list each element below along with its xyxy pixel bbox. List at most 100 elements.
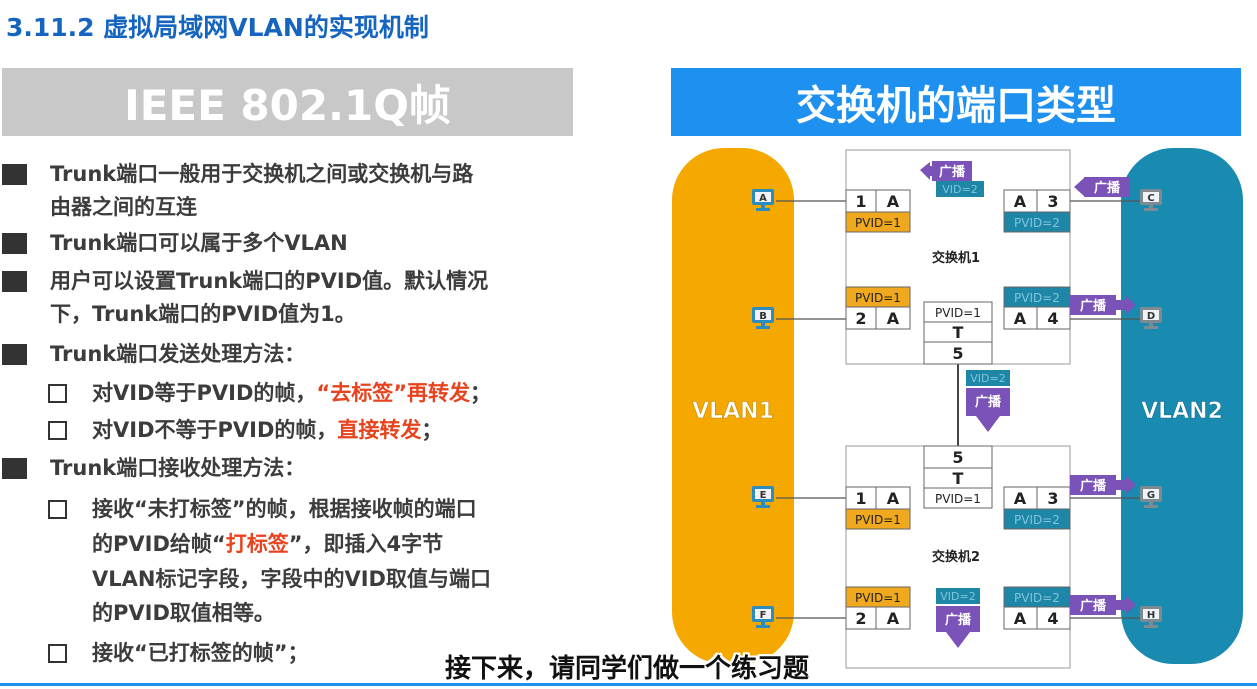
- sub-bullet-receive-tagged: 接收“已打标签的帧”；: [92, 641, 309, 665]
- svg-text:广播: 广播: [975, 394, 1002, 410]
- video-subtitle: 接下来，请同学们做一个练习题: [445, 654, 810, 684]
- sub-bullet-receive-untagged-line1: 接收“未打标签”的帧，根据接收帧的端口: [92, 497, 477, 521]
- left-section-banner: IEEE 802.1Q帧: [2, 68, 573, 136]
- vlan2-region: [1121, 148, 1243, 664]
- host-f-icon: F: [752, 606, 774, 628]
- svg-text:D: D: [1147, 311, 1155, 322]
- svg-text:E: E: [760, 490, 767, 501]
- svg-text:A: A: [1014, 309, 1027, 328]
- switch1-port5-trunk: PVID=1 T 5: [923, 301, 993, 365]
- bullet-square-icon: [2, 164, 27, 185]
- svg-text:广播: 广播: [1094, 180, 1121, 196]
- svg-text:4: 4: [1047, 309, 1058, 328]
- svg-text:PVID=1: PVID=1: [935, 492, 981, 506]
- broadcast-to-c-arrow: 广播: [1074, 177, 1130, 197]
- svg-text:PVID=1: PVID=1: [855, 591, 901, 605]
- sub-bullet-send-not-equal: 对VID不等于PVID的帧，直接转发；: [92, 418, 443, 442]
- sub-bullet-box-icon: [48, 384, 67, 403]
- svg-text:A: A: [887, 192, 900, 211]
- bullet-square-icon: [2, 271, 27, 292]
- host-d-icon: D: [1140, 307, 1162, 329]
- right-section-banner: 交换机的端口类型: [671, 68, 1241, 136]
- sub-bullet-send-equal: 对VID等于PVID的帧，“去标签”再转发；: [92, 381, 491, 405]
- bullet-trunk-multi-vlan: Trunk端口可以属于多个VLAN: [50, 231, 348, 255]
- svg-text:C: C: [1147, 193, 1154, 204]
- svg-text:2: 2: [855, 309, 866, 328]
- svg-text:3: 3: [1047, 489, 1058, 508]
- svg-text:A: A: [759, 193, 767, 204]
- bullet-trunk-pvid-line2: 下，Trunk端口的PVID值为1。: [50, 302, 356, 326]
- switch1-port3: A 3 PVID=2: [1003, 189, 1071, 233]
- svg-text:5: 5: [952, 344, 963, 363]
- host-e-icon: E: [752, 486, 774, 508]
- broadcast-to-d-arrow: 广播: [1070, 295, 1136, 315]
- switch1-port4: PVID=2 A 4: [1003, 286, 1071, 330]
- svg-text:广播: 广播: [945, 612, 972, 628]
- switch2-label: 交换机2: [932, 549, 980, 565]
- bullet-square-icon: [2, 233, 27, 254]
- svg-text:T: T: [953, 323, 964, 342]
- sub-bullet-box-icon: [48, 500, 67, 519]
- svg-text:2: 2: [855, 609, 866, 628]
- broadcast-to-g-arrow: 广播: [1070, 475, 1136, 495]
- svg-text:G: G: [1147, 490, 1155, 501]
- bullet-square-icon: [2, 344, 27, 365]
- bullet-square-icon: [2, 458, 27, 479]
- sub-bullet-box-icon: [48, 421, 67, 440]
- svg-text:广播: 广播: [1080, 598, 1107, 614]
- svg-text:PVID=2: PVID=2: [1014, 513, 1060, 527]
- svg-text:F: F: [760, 610, 767, 621]
- svg-text:T: T: [953, 469, 964, 488]
- switch-port-diagram: VLAN1 VLAN2 交换机1 交换机2 A B E F C D G H 1 …: [672, 148, 1243, 669]
- svg-text:3: 3: [1047, 192, 1058, 211]
- switch1-port1: 1 A PVID=1: [845, 189, 911, 233]
- switch1-port2: PVID=1 2 A: [845, 286, 911, 330]
- bottom-divider: [0, 683, 1257, 686]
- switch2-broadcast-frame: VID=2 广播: [936, 588, 980, 648]
- bullet-trunk-pvid-line1: 用户可以设置Trunk端口的PVID值。默认情况: [50, 269, 489, 293]
- switch1-label: 交换机1: [932, 250, 980, 266]
- svg-text:VID=2: VID=2: [970, 372, 1005, 385]
- svg-text:广播: 广播: [939, 164, 966, 180]
- host-a-icon: A: [752, 189, 774, 211]
- svg-text:1: 1: [855, 192, 866, 211]
- host-b-icon: B: [752, 307, 774, 329]
- svg-text:PVID=2: PVID=2: [1014, 591, 1060, 605]
- svg-text:A: A: [1014, 489, 1027, 508]
- svg-text:H: H: [1147, 610, 1155, 621]
- svg-text:A: A: [1014, 192, 1027, 211]
- svg-text:4: 4: [1047, 609, 1058, 628]
- switch2-port5-trunk: 5 T PVID=1: [923, 445, 993, 509]
- vlan1-label: VLAN1: [692, 399, 774, 424]
- svg-text:PVID=1: PVID=1: [855, 216, 901, 230]
- switch2-port1: 1 A PVID=1: [845, 486, 911, 530]
- switch2-port3: A 3 PVID=2: [1003, 486, 1071, 530]
- host-c-icon: C: [1140, 189, 1162, 211]
- host-g-icon: G: [1140, 486, 1162, 508]
- broadcast-to-h-arrow: 广播: [1070, 595, 1136, 615]
- vlan2-label: VLAN2: [1141, 399, 1223, 424]
- vlan1-region: [672, 148, 794, 664]
- sub-bullet-receive-untagged-line4: 的PVID取值相等。: [92, 601, 275, 625]
- svg-text:广播: 广播: [1080, 478, 1107, 494]
- switch2-port2: PVID=1 2 A: [845, 586, 911, 630]
- svg-text:A: A: [1014, 609, 1027, 628]
- svg-text:VID=2: VID=2: [942, 183, 977, 196]
- bullet-trunk-send: Trunk端口发送处理方法：: [50, 342, 306, 366]
- sub-bullet-receive-untagged-line3: VLAN标记字段，字段中的VID取值与端口: [92, 567, 491, 591]
- svg-text:PVID=1: PVID=1: [935, 306, 981, 320]
- trunk-broadcast-frame: VID=2 广播: [966, 370, 1010, 432]
- svg-text:5: 5: [952, 448, 963, 467]
- svg-text:A: A: [887, 309, 900, 328]
- switch1-broadcast-frame: 广播 VID=2: [920, 161, 984, 197]
- svg-text:A: A: [887, 609, 900, 628]
- svg-text:PVID=2: PVID=2: [1014, 291, 1060, 305]
- svg-text:1: 1: [855, 489, 866, 508]
- svg-text:PVID=2: PVID=2: [1014, 216, 1060, 230]
- svg-text:PVID=1: PVID=1: [855, 513, 901, 527]
- svg-text:VID=2: VID=2: [940, 590, 975, 603]
- bullet-trunk-interconnect-line1: Trunk端口一般用于交换机之间或交换机与路: [50, 162, 474, 186]
- svg-text:广播: 广播: [1080, 298, 1107, 314]
- bullet-trunk-receive: Trunk端口接收处理方法：: [50, 456, 306, 480]
- switch2-port4: PVID=2 A 4: [1003, 586, 1071, 630]
